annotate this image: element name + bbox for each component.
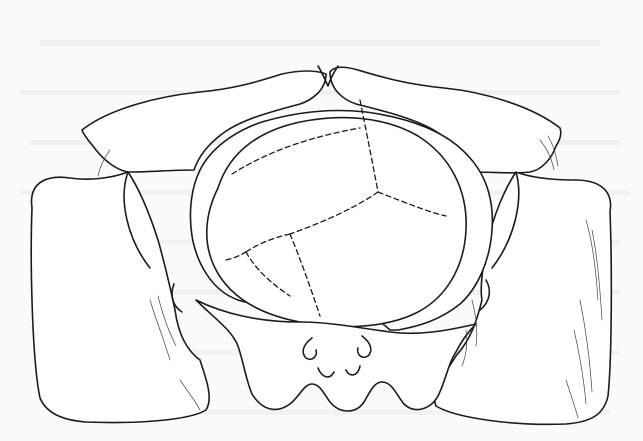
- central-dome: [207, 118, 466, 327]
- left-outer-lobe: [31, 172, 209, 423]
